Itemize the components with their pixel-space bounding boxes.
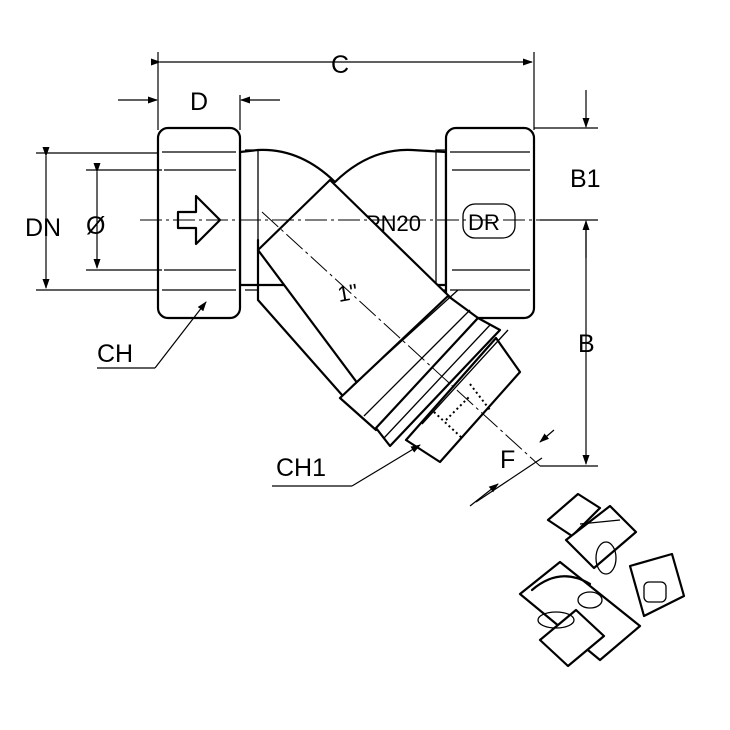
strainer-leg: 1" (256, 178, 522, 464)
isometric-thumbnail (518, 492, 686, 668)
flow-direction-arrow-icon (176, 194, 222, 246)
brand-logo: DR (462, 203, 516, 239)
label-b: B (578, 330, 595, 358)
logo-text: DR (468, 210, 500, 235)
label-c: C (331, 51, 349, 79)
dimension-lines (36, 52, 598, 507)
right-hex-nut (435, 126, 536, 320)
label-diameter: Ø (86, 212, 105, 240)
dimension-labels: C D B1 DN Ø B CH CH1 F (25, 51, 601, 482)
label-ch: CH (97, 340, 133, 368)
label-d: D (190, 88, 208, 116)
label-ch1: CH1 (276, 454, 326, 482)
label-dn: DN (25, 214, 61, 242)
center-axes (140, 211, 600, 467)
label-f: F (500, 446, 515, 474)
label-b1: B1 (570, 165, 601, 193)
